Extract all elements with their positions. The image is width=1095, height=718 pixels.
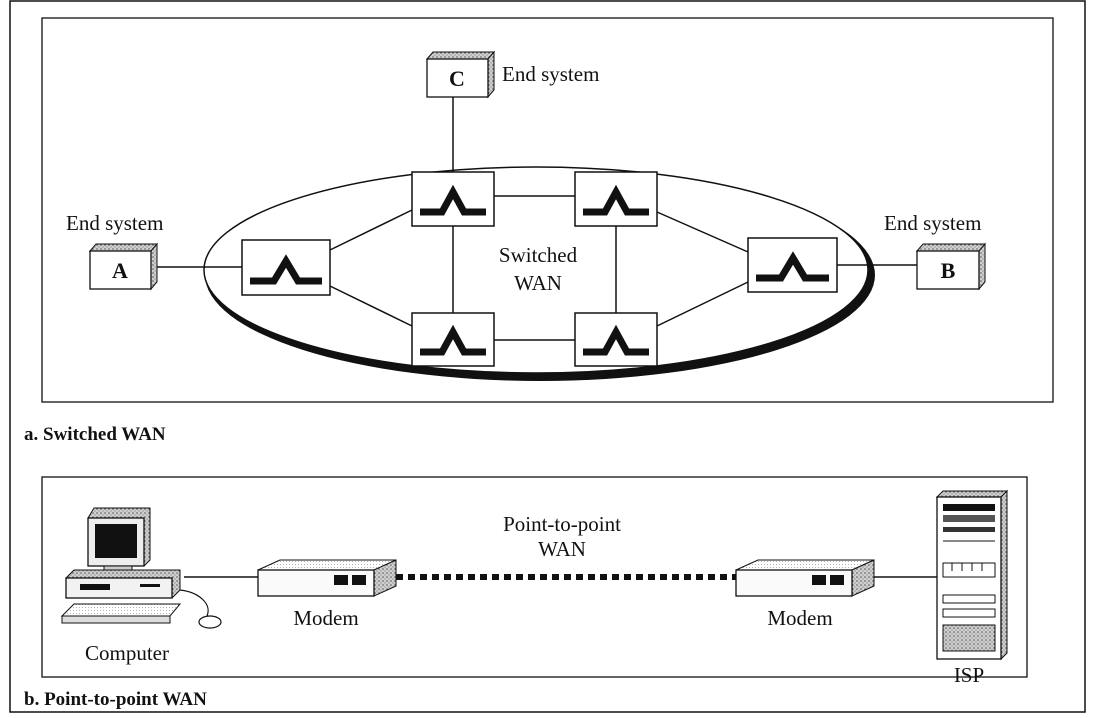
link-s2-s6 [656, 211, 749, 253]
switched-wan-label-line2: WAN [514, 271, 562, 295]
switched-wan-label-line1: Switched [499, 243, 578, 267]
switched-wan-links [150, 96, 924, 341]
switch-icon [411, 312, 495, 367]
modem-icon [257, 559, 397, 597]
caption-switched-wan: a. Switched WAN [24, 424, 166, 445]
link-s3-s4 [329, 285, 413, 327]
modem-icon [735, 559, 875, 597]
end-system-a: A End system [66, 211, 163, 291]
end-system-label: End system [502, 62, 599, 86]
switch-icon [747, 237, 838, 293]
caption-point-to-point-wan: b. Point-to-point WAN [24, 689, 207, 710]
computer-label: Computer [85, 641, 169, 665]
link-s3-s1 [329, 209, 413, 251]
point-to-point-label-line2: WAN [538, 537, 586, 561]
end-system-label: End system [884, 211, 981, 235]
outer-frame [9, 0, 1086, 713]
end-system-letter: C [449, 66, 465, 91]
end-system-b: B End system [884, 211, 987, 291]
link-s5-s6 [656, 281, 749, 327]
switch-icon [411, 171, 495, 227]
end-system-letter: A [112, 258, 128, 283]
switched-wan-panel [41, 17, 1054, 403]
switch-icon [574, 171, 658, 227]
server-icon [935, 489, 1009, 661]
point-to-point-label-line1: Point-to-point [503, 512, 621, 536]
modem-left-label: Modem [293, 606, 358, 630]
end-system-letter: B [941, 258, 956, 283]
switch-icon [574, 312, 658, 367]
switched-wan-cloud [203, 166, 869, 374]
point-to-point-panel [41, 476, 1028, 678]
isp-label: ISP [954, 663, 984, 687]
switch-icon [241, 239, 331, 296]
end-system-c: C End system [425, 50, 599, 99]
computer-icon [60, 507, 222, 629]
modem-right-label: Modem [767, 606, 832, 630]
end-system-label: End system [66, 211, 163, 235]
